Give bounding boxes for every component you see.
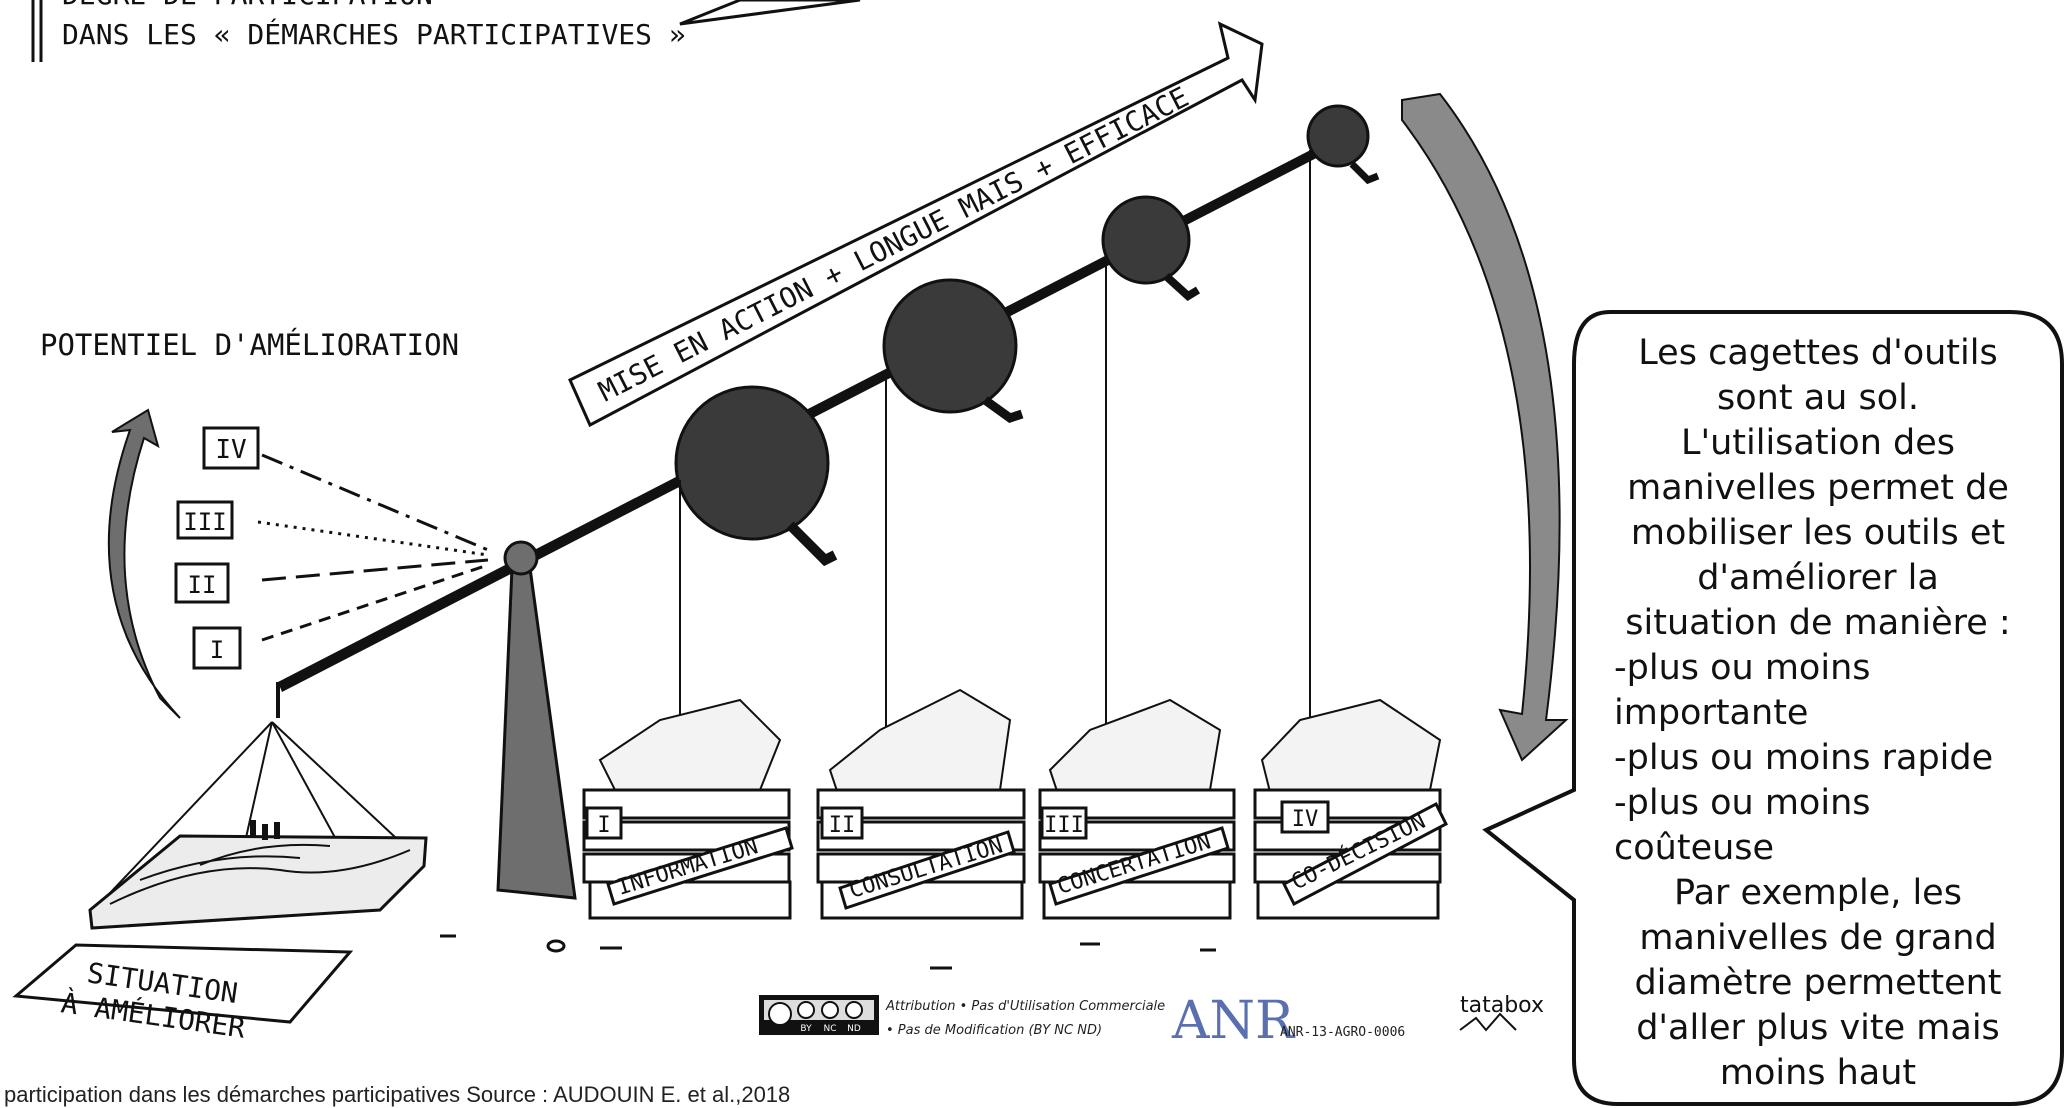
cc-badge-by: BY [800,1024,812,1034]
crank-4 [1308,106,1378,760]
situation-label-card: SITUATION À AMÉLIORER [16,945,350,1045]
bubble-line-7: situation de manière : [1625,603,2010,643]
level-box-ii: II [176,564,228,602]
level-box-i: I [194,628,240,668]
bubble-line-1: Les cagettes d'outils [1638,333,1997,373]
improvement-down-arrow [1402,94,1566,760]
tatabox-logo: tatabox [1460,993,1544,1018]
crate-consultation: II CONSULTATION [818,690,1024,918]
improvement-up-arrow [109,410,180,718]
improvement-potential-label: POTENTIEL D'AMÉLIORATION [40,328,459,362]
figure-caption: participation dans les démarches partici… [4,1082,790,1108]
cc-badge-nc: NC [823,1024,836,1034]
anr-code: ANR-13-AGRO-0006 [1280,1025,1405,1040]
bubble-line-16: d'aller plus vite mais [1636,1008,2000,1048]
crate-co-decision-number: IV [1292,807,1319,832]
bubble-line-6: d'améliorer la [1697,558,1939,598]
level-box-iii-label: III [183,508,226,536]
cc-badge-nd: ND [847,1024,861,1034]
bubble-line-2: sont au sol. [1717,378,1919,418]
level-box-iii: III [178,502,232,538]
title-line-1: DEGRÉ DE PARTICIPATION [62,0,433,11]
license-line-2: • Pas de Modification (BY NC ND) [886,1023,1102,1038]
level-box-iv-label: IV [215,435,246,465]
level-box-iv: IV [204,428,258,468]
crate-information: I INFORMATION [584,700,792,918]
crank-2 [884,280,1022,760]
bubble-line-9: importante [1614,693,1808,733]
cc-license-badge: BY NC ND [760,996,878,1034]
nc-icon [822,1002,838,1018]
cc-icon [769,1003,791,1025]
situation-tray [90,722,426,928]
pivot-joint [505,542,537,574]
crate-concertation-number: III [1044,813,1084,838]
license-line-1: Attribution • Pas d'Utilisation Commerci… [885,999,1165,1014]
bubble-line-12: coûteuse [1614,828,1774,868]
bubble-line-11: -plus ou moins [1614,783,1870,823]
anr-logo: ANR [1171,991,1296,1051]
by-icon [798,1002,814,1018]
crate-concertation: III CONCERTATION [1040,700,1234,918]
level-dash-lines [258,455,488,640]
bubble-line-8: -plus ou moins [1614,648,1870,688]
bubble-line-5: mobiliser les outils et [1631,513,2005,553]
bubble-line-13: Par exemple, les [1674,873,1962,913]
crank-1 [676,387,835,760]
bubble-line-4: manivelles permet de [1627,468,2009,508]
crate-co-decision: IV CO-DÉCISION [1255,700,1446,918]
title-line-2: DANS LES « DÉMARCHES PARTICIPATIVES » [62,17,686,51]
bubble-line-15: diamètre permettent [1634,963,2001,1003]
bubble-line-17: moins haut [1720,1053,1916,1093]
fulcrum [498,568,575,898]
bubble-line-3: L'utilisation des [1681,423,1955,463]
bubble-line-10: -plus ou moins rapide [1614,738,1993,778]
bubble-line-14: manivelles de grand [1639,918,1996,958]
nd-icon [846,1002,862,1018]
title-callout-pointer [680,0,860,24]
level-box-ii-label: II [188,571,217,599]
ground-marks [440,936,1216,968]
level-box-i-label: I [210,636,224,664]
crank-3 [1103,197,1198,760]
crate-consultation-number: II [829,813,856,838]
crate-information-number: I [597,813,610,838]
